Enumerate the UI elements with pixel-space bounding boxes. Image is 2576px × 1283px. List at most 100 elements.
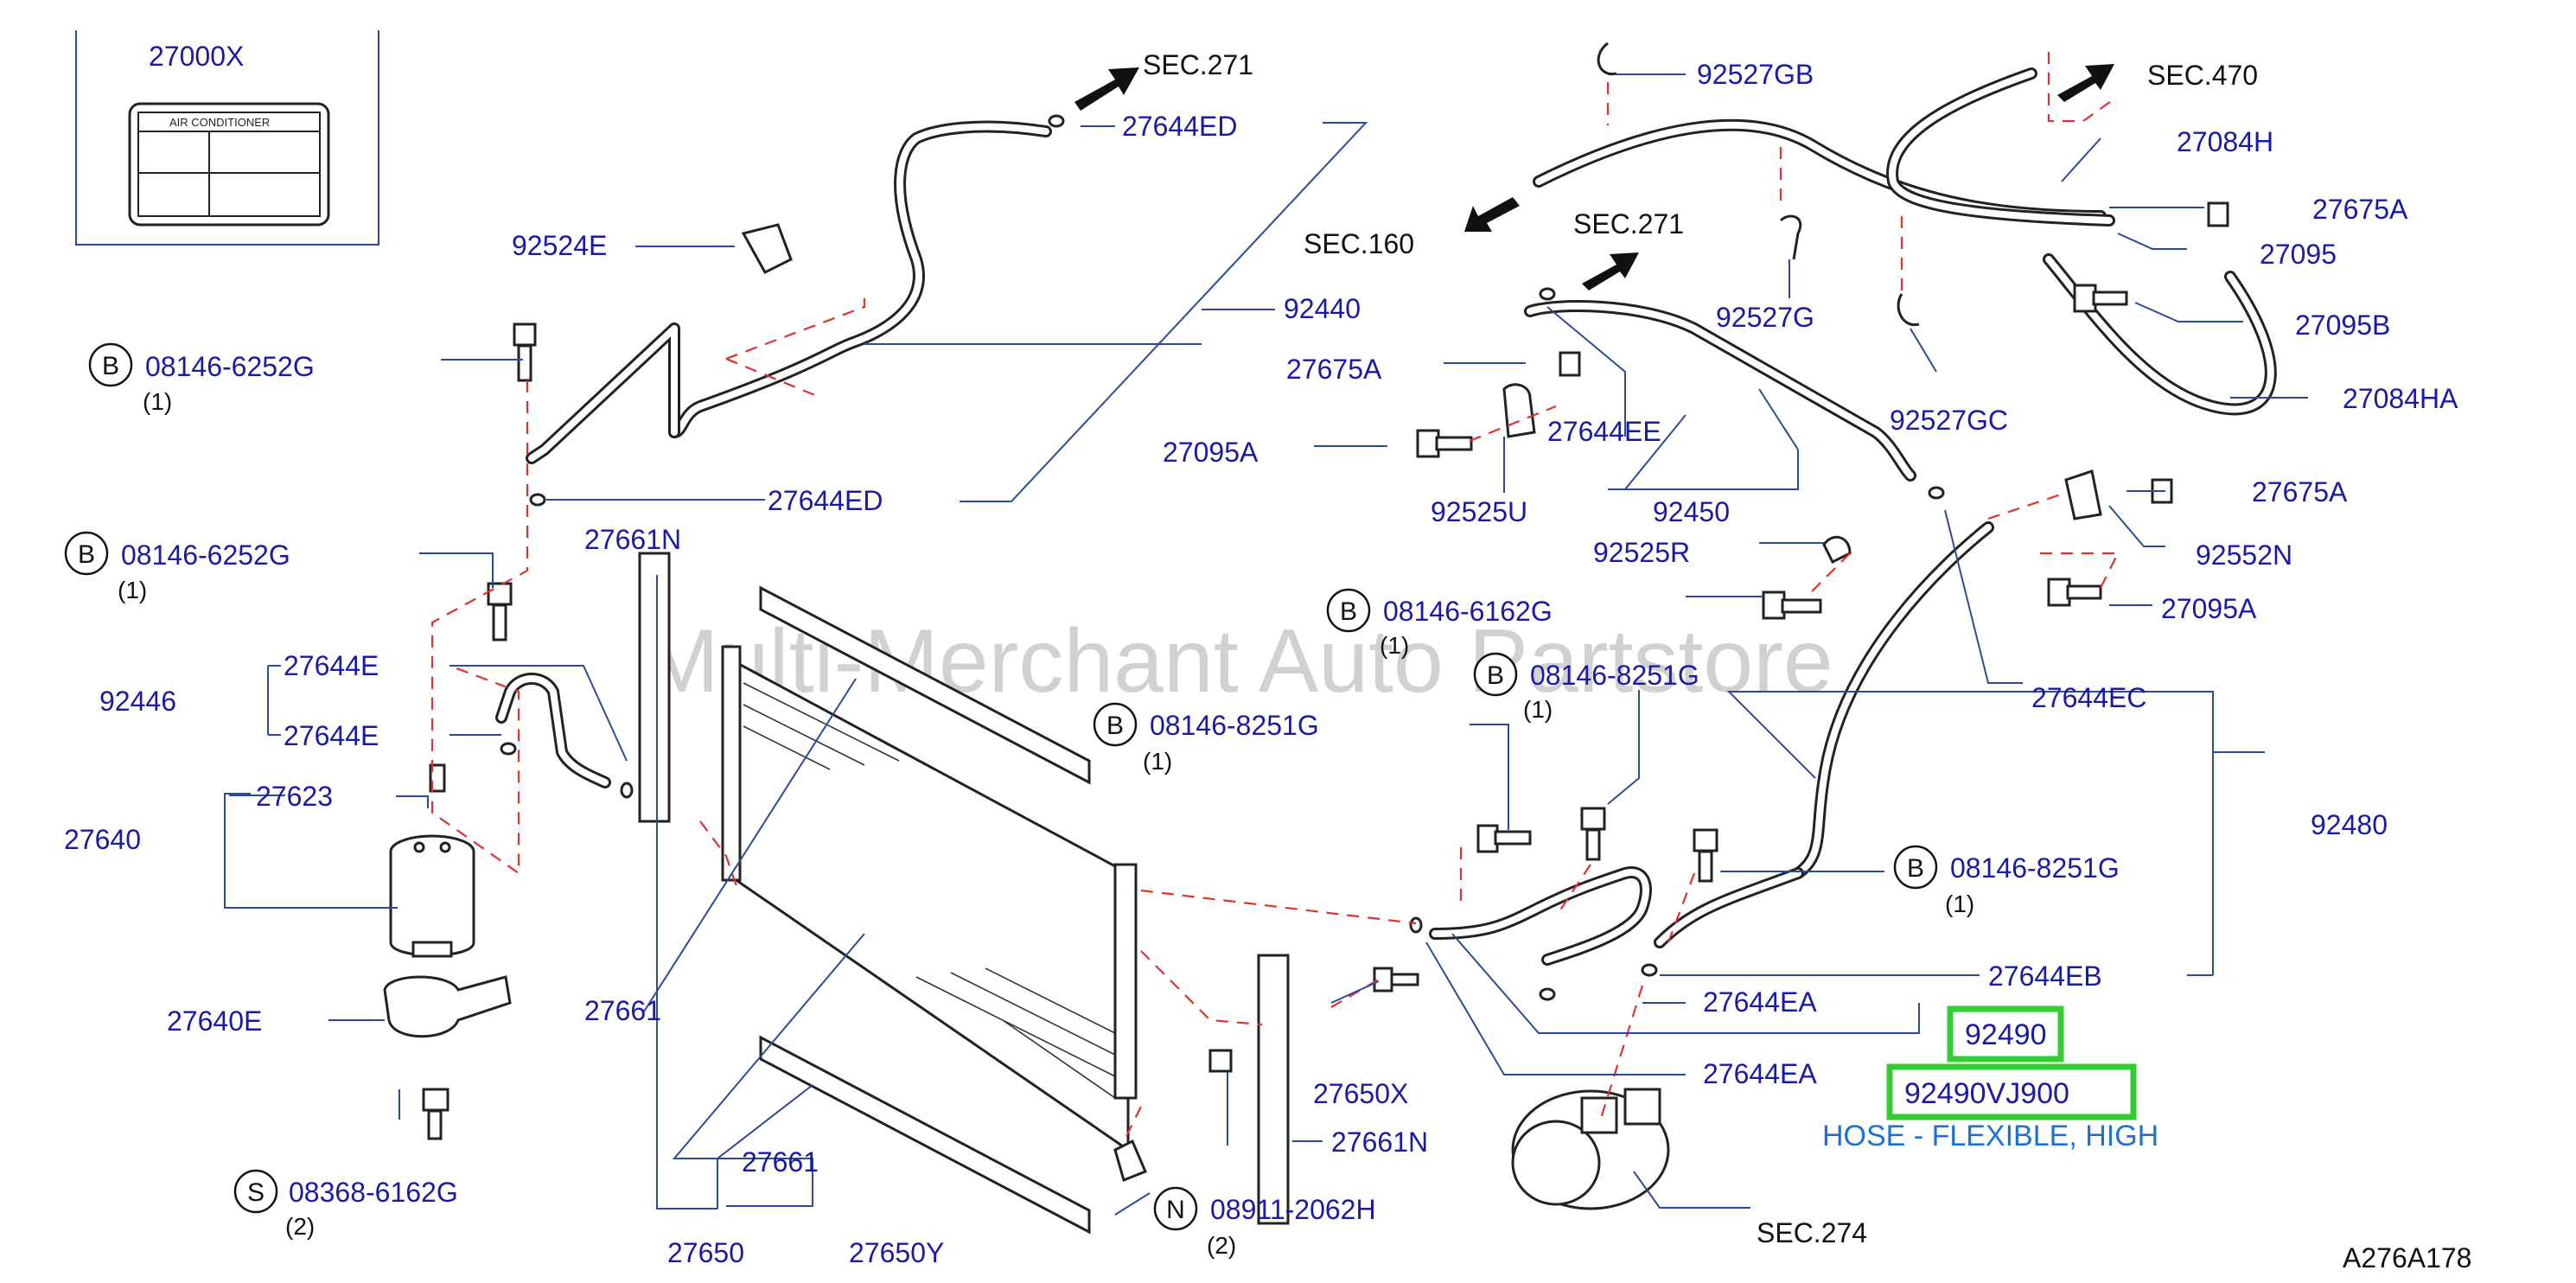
label-27661-bottom[interactable]: 27661 bbox=[742, 1146, 819, 1178]
bolt-icon bbox=[487, 582, 513, 642]
bolt-icon bbox=[513, 322, 537, 382]
callout-b5[interactable]: B 08146-8251G (1) bbox=[1473, 652, 1699, 723]
callout-n1[interactable]: N 08911-2062H (2) bbox=[1153, 1186, 1376, 1259]
callout-b2[interactable]: B 08146-6252G (1) bbox=[64, 531, 290, 603]
ac-label-text: AIR CONDITIONER bbox=[169, 116, 270, 129]
label-panel-part[interactable]: 27000X bbox=[149, 41, 244, 72]
callout-b3[interactable]: B 08146-8251G (1) bbox=[1093, 702, 1319, 775]
label-27644EA-lower[interactable]: 27644EA bbox=[1703, 1058, 1817, 1089]
callout-b2-qty: (1) bbox=[118, 577, 147, 603]
label-27095B[interactable]: 27095B bbox=[2295, 310, 2390, 341]
highlight-box-part-number bbox=[1886, 1063, 2137, 1120]
sec274-label[interactable]: SEC.274 bbox=[1757, 1217, 1867, 1248]
label-27084H[interactable]: 27084H bbox=[2177, 126, 2273, 157]
callout-s1[interactable]: S 08368-6162G (2) bbox=[233, 1169, 458, 1240]
label-27675A-right[interactable]: 27675A bbox=[2252, 476, 2348, 507]
callout-b2-part[interactable]: 08146-6252G bbox=[121, 539, 290, 571]
callout-b1[interactable]: B 08146-6252G (1) bbox=[88, 342, 315, 415]
callout-b4-letter: B bbox=[1340, 597, 1357, 626]
label-92450[interactable]: 92450 bbox=[1653, 496, 1730, 527]
sec271-top-label[interactable]: SEC.271 bbox=[1143, 49, 1253, 80]
label-92525U[interactable]: 92525U bbox=[1431, 496, 1527, 527]
seal-27661-bottom bbox=[759, 1035, 1091, 1235]
callout-b6-qty: (1) bbox=[1945, 890, 1974, 917]
label-92440[interactable]: 92440 bbox=[1284, 293, 1361, 324]
label-27644EE[interactable]: 27644EE bbox=[1547, 416, 1661, 447]
bolt-icon bbox=[429, 763, 446, 793]
callout-b1-part[interactable]: 08146-6252G bbox=[145, 351, 315, 382]
bolt-icon bbox=[2207, 201, 2229, 227]
label-27644ED-bottom[interactable]: 27644ED bbox=[768, 485, 883, 516]
callout-b5-qty: (1) bbox=[1523, 696, 1553, 723]
bolt-icon bbox=[2047, 578, 2102, 607]
pipe-92446 bbox=[495, 673, 611, 788]
label-27644ED-top[interactable]: 27644ED bbox=[1122, 111, 1237, 142]
seal-27661-top bbox=[759, 585, 1091, 785]
label-27644EB[interactable]: 27644EB bbox=[1988, 961, 2102, 992]
callout-s1-letter: S bbox=[247, 1178, 265, 1207]
label-27644EC[interactable]: 27644EC bbox=[2031, 682, 2146, 713]
label-27640[interactable]: 27640 bbox=[64, 824, 141, 855]
pipe-92440 bbox=[526, 120, 1052, 464]
callout-b2-letter: B bbox=[78, 540, 95, 569]
label-27661N-left[interactable]: 27661N bbox=[584, 524, 681, 555]
callout-b3-qty: (1) bbox=[1143, 748, 1172, 775]
highlight-part[interactable]: 92490 92490VJ900 HOSE - FLEXIBLE, HIGH bbox=[1822, 1005, 2158, 1152]
callout-b4-part[interactable]: 08146-6162G bbox=[1383, 596, 1553, 627]
sec160-label[interactable]: SEC.160 bbox=[1304, 228, 1414, 259]
callout-s1-part[interactable]: 08368-6162G bbox=[289, 1177, 458, 1208]
label-27644E-lower[interactable]: 27644E bbox=[284, 720, 379, 751]
label-27644E-upper[interactable]: 27644E bbox=[284, 650, 379, 681]
label-27650Y[interactable]: 27650Y bbox=[849, 1237, 944, 1268]
label-92552N[interactable]: 92552N bbox=[2196, 539, 2292, 571]
compressor bbox=[1511, 1088, 1670, 1210]
callout-b4[interactable]: B 08146-6162G (1) bbox=[1326, 588, 1553, 659]
label-27623[interactable]: 27623 bbox=[256, 781, 333, 812]
clip-92524E bbox=[741, 223, 793, 274]
label-92527GC[interactable]: 92527GC bbox=[1890, 405, 2008, 436]
hose-27084H bbox=[1533, 67, 2277, 416]
label-92527GB[interactable]: 92527GB bbox=[1697, 59, 1814, 90]
label-27661N-right[interactable]: 27661N bbox=[1331, 1127, 1428, 1158]
highlight-part-label[interactable]: 92490 bbox=[1965, 1018, 2047, 1051]
o-ring-icon bbox=[1539, 987, 1556, 1001]
label-27661-left[interactable]: 27661 bbox=[584, 995, 661, 1026]
label-27095[interactable]: 27095 bbox=[2260, 239, 2337, 270]
label-27095A-left[interactable]: 27095A bbox=[1163, 437, 1259, 468]
label-92525R[interactable]: 92525R bbox=[1593, 537, 1690, 568]
callout-b5-part[interactable]: 08146-8251G bbox=[1530, 660, 1699, 691]
receiver-drier-27640 bbox=[389, 834, 475, 958]
label-92524E[interactable]: 92524E bbox=[512, 230, 607, 261]
label-27095A-right[interactable]: 27095A bbox=[2161, 593, 2257, 624]
highlight-part-number[interactable]: 92490VJ900 bbox=[1904, 1077, 2069, 1110]
sec470-label[interactable]: SEC.470 bbox=[2147, 60, 2258, 91]
callout-b6-part[interactable]: 08146-8251G bbox=[1950, 852, 2120, 884]
ac-label-icon bbox=[128, 102, 330, 227]
callout-n1-part[interactable]: 08911-2062H bbox=[1210, 1194, 1376, 1225]
bracket-27640E bbox=[383, 975, 512, 1038]
label-27650X[interactable]: 27650X bbox=[1313, 1078, 1408, 1109]
label-92527G[interactable]: 92527G bbox=[1716, 302, 1814, 333]
o-ring-icon bbox=[1641, 963, 1658, 977]
label-27640E[interactable]: 27640E bbox=[167, 1005, 262, 1037]
hose-92490 bbox=[1429, 866, 1652, 966]
label-27084HA[interactable]: 27084HA bbox=[2343, 383, 2458, 414]
o-ring-icon bbox=[1409, 916, 1423, 934]
callout-s1-qty: (2) bbox=[285, 1213, 315, 1240]
callout-b6[interactable]: B 08146-8251G (1) bbox=[1893, 845, 2120, 917]
highlight-description: HOSE - FLEXIBLE, HIGH bbox=[1822, 1120, 2158, 1152]
callout-b3-part[interactable]: 08146-8251G bbox=[1150, 710, 1319, 741]
sec271-mid-label[interactable]: SEC.271 bbox=[1573, 208, 1684, 239]
bolt-icon bbox=[1416, 429, 1473, 458]
o-ring-icon bbox=[1928, 486, 1945, 500]
label-92446[interactable]: 92446 bbox=[99, 686, 176, 717]
leader-lines bbox=[224, 73, 2308, 1216]
bolt-icon bbox=[1208, 1049, 1233, 1073]
label-27650[interactable]: 27650 bbox=[667, 1237, 744, 1268]
bolt-icon bbox=[1559, 351, 1581, 377]
label-27644EA-upper[interactable]: 27644EA bbox=[1703, 986, 1817, 1018]
label-92480[interactable]: 92480 bbox=[2311, 809, 2388, 840]
label-27675A-mid[interactable]: 27675A bbox=[1286, 354, 1382, 385]
label-27675A-top[interactable]: 27675A bbox=[2312, 194, 2408, 225]
assembly-dash-lines bbox=[430, 52, 2120, 1142]
